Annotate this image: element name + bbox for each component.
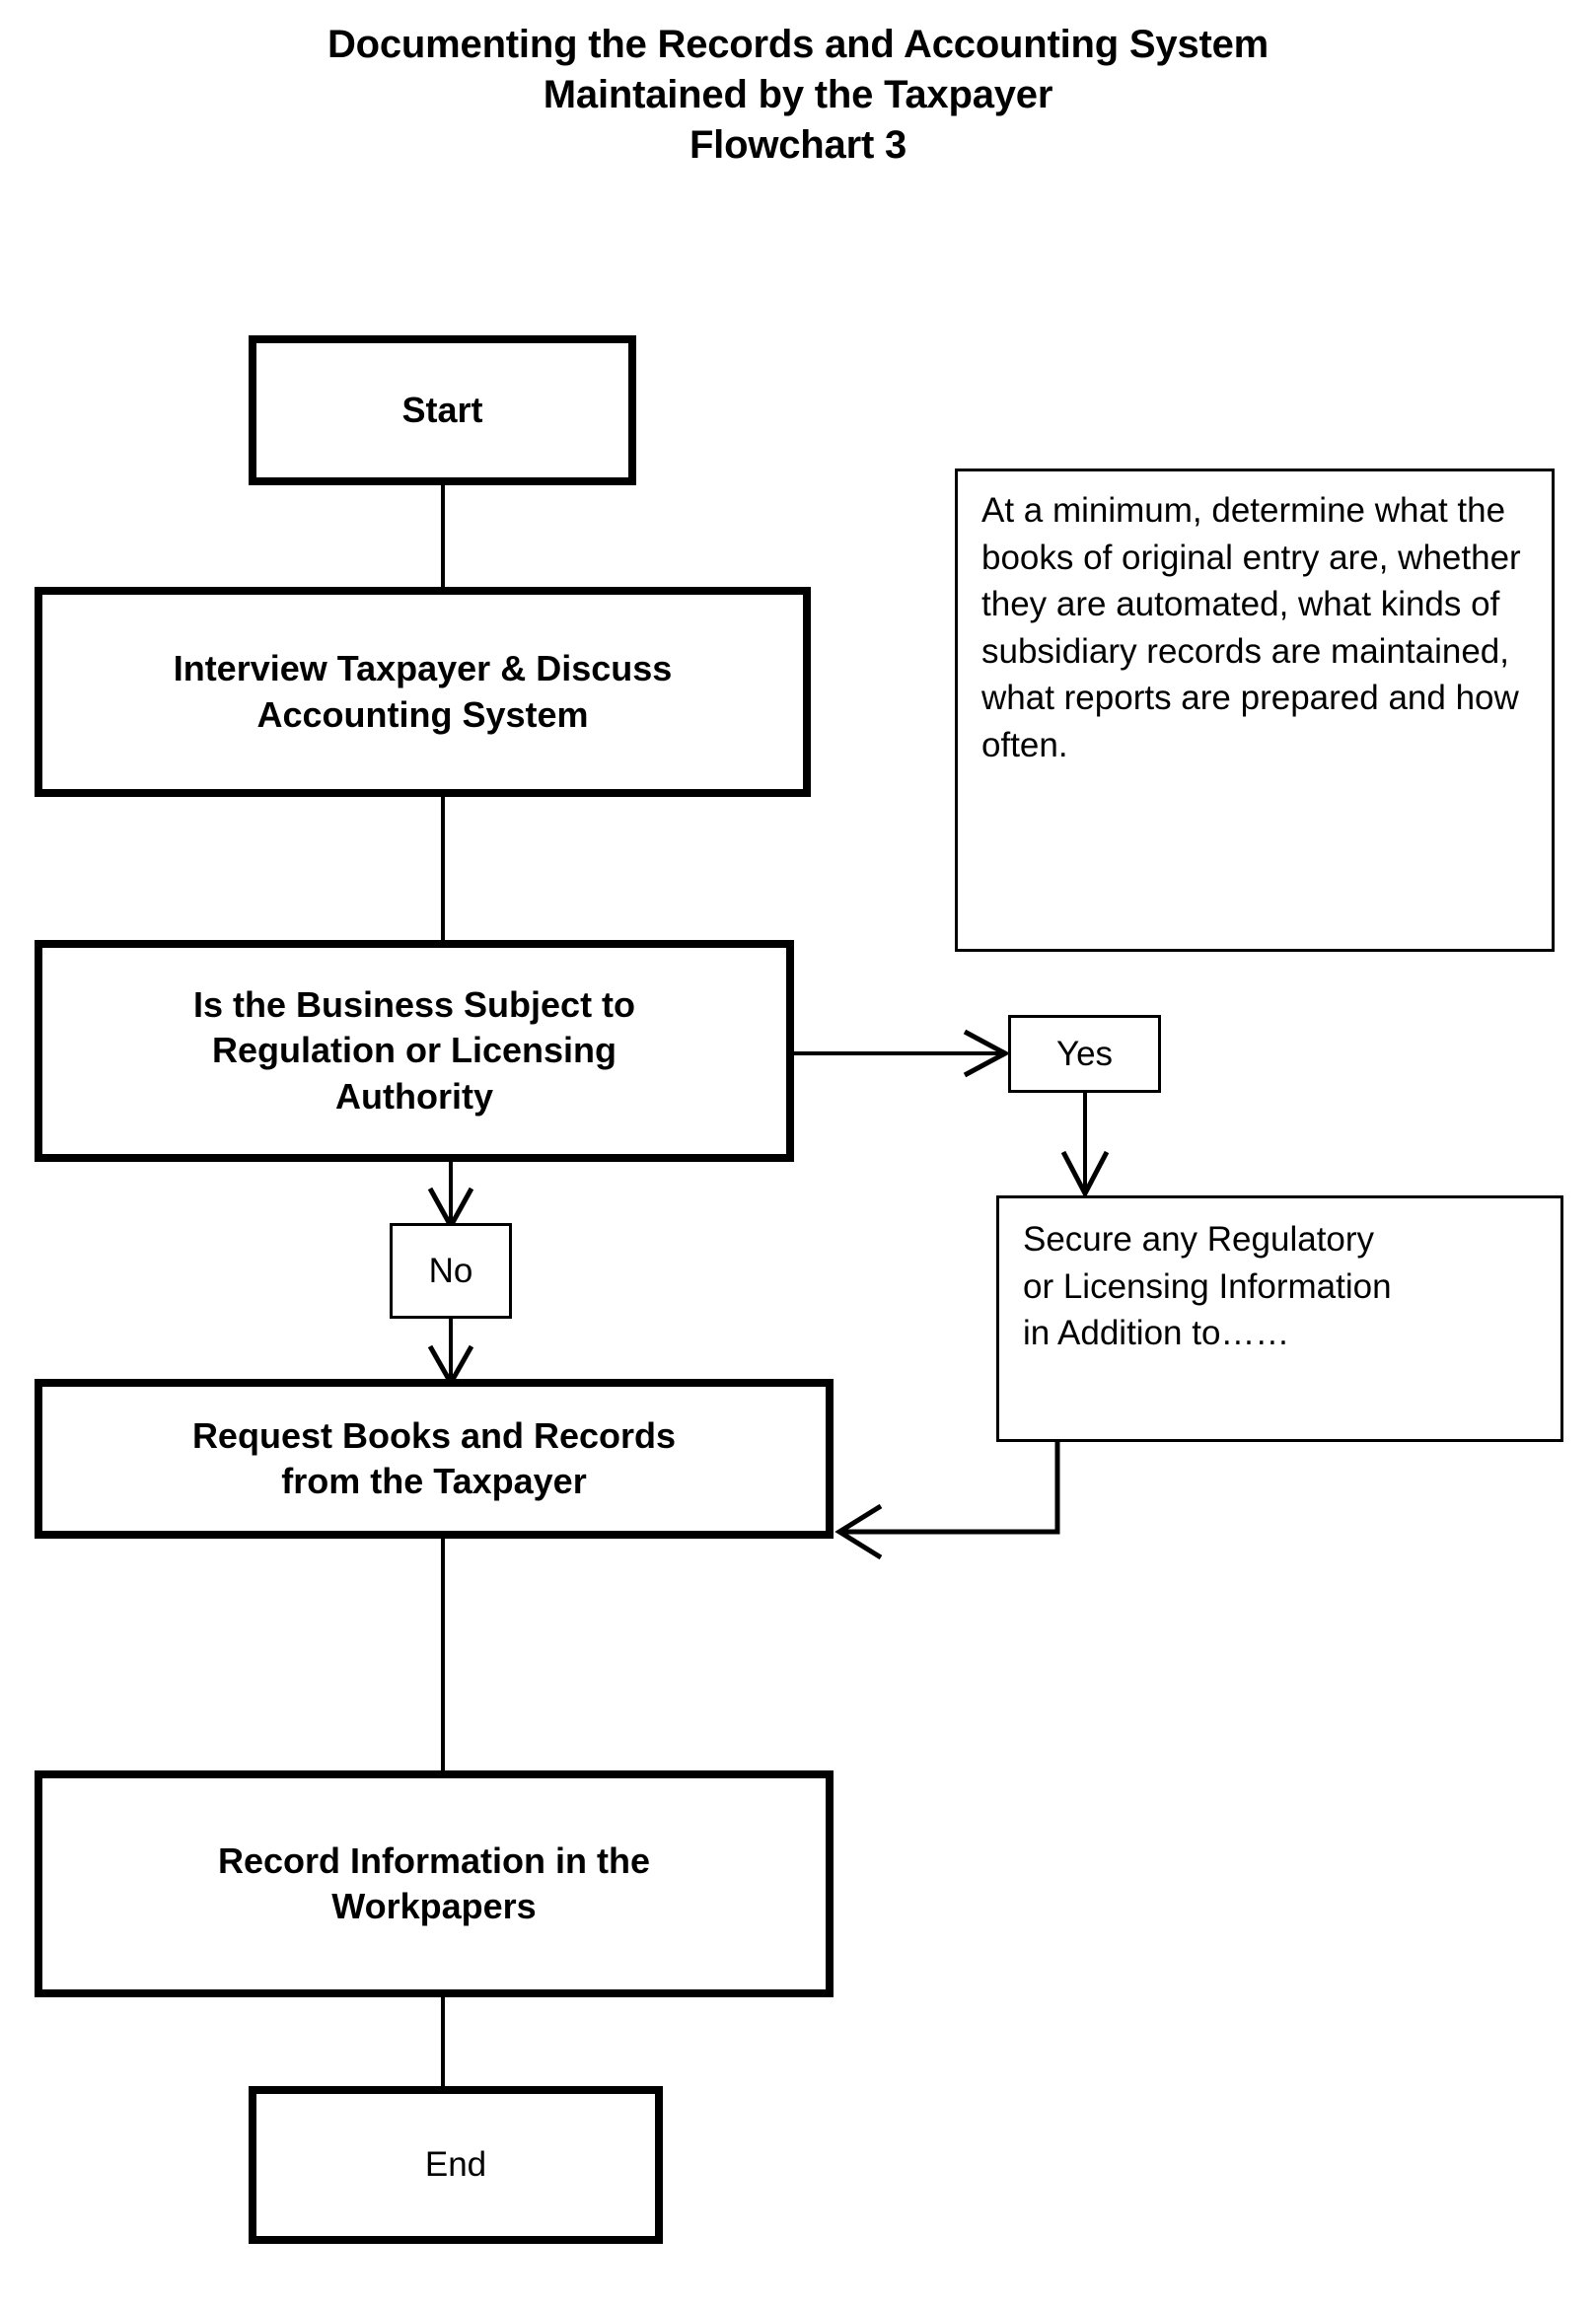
edge-secure-request — [843, 1442, 1060, 1535]
node-start-label: Start — [401, 390, 483, 431]
node-interview-taxpayer-label: Interview Taxpayer & Discuss Accounting … — [173, 648, 673, 735]
branch-label-no-text: No — [428, 1251, 473, 1290]
node-request-books-records[interactable]: Request Books and Records from the Taxpa… — [35, 1379, 834, 1539]
page-title: Documenting the Records and Accounting S… — [0, 20, 1596, 172]
branch-label-yes: Yes — [1008, 1015, 1161, 1093]
arrowhead-yes-secure — [1060, 1150, 1110, 1199]
node-request-books-records-label: Request Books and Records from the Taxpa… — [191, 1414, 677, 1501]
arrowhead-decision-yes — [963, 1029, 1011, 1078]
node-end[interactable]: End — [249, 2086, 663, 2244]
branch-label-no: No — [390, 1223, 512, 1319]
arrowhead-secure-request — [834, 1503, 883, 1560]
node-interview-taxpayer[interactable]: Interview Taxpayer & Discuss Accounting … — [35, 587, 811, 797]
node-record-information-workpapers[interactable]: Record Information in the Workpapers — [35, 1770, 834, 1997]
arrowhead-decision-no — [427, 1187, 474, 1232]
arrowhead-no-request — [427, 1344, 474, 1389]
title-line-3: Flowchart 3 — [689, 123, 907, 168]
note-box-text: At a minimum, determine what the books o… — [981, 491, 1521, 764]
node-secure-regulatory-info-label: Secure any Regulatory or Licensing Infor… — [1023, 1220, 1392, 1353]
node-record-information-workpapers-label: Record Information in the Workpapers — [217, 1839, 650, 1926]
node-secure-regulatory-info[interactable]: Secure any Regulatory or Licensing Infor… — [996, 1195, 1563, 1442]
title-line-2: Maintained by the Taxpayer — [543, 73, 1053, 117]
node-decision-regulation-licensing[interactable]: Is the Business Subject to Regulation or… — [35, 940, 794, 1162]
node-end-label: End — [424, 2145, 487, 2184]
branch-label-yes-text: Yes — [1055, 1034, 1114, 1073]
note-box-minimum-determine: At a minimum, determine what the books o… — [955, 469, 1555, 952]
node-start[interactable]: Start — [249, 335, 636, 485]
node-decision-label: Is the Business Subject to Regulation or… — [192, 984, 636, 1117]
title-line-1: Documenting the Records and Accounting S… — [326, 23, 1270, 66]
